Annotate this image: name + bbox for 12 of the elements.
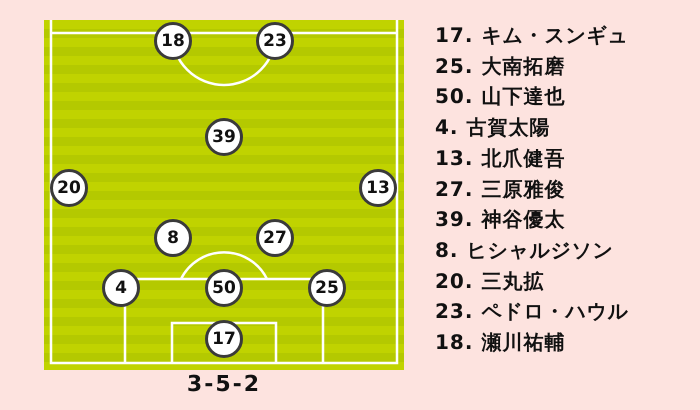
roster-entry: 13. 北爪健吾 — [435, 144, 566, 172]
formation-label: 3-5-2 — [186, 372, 262, 398]
roster-entry: 20. 三丸拡 — [435, 268, 544, 295]
roster-entry: 50. 山下達也 — [435, 83, 566, 110]
roster-entry: 8. ヒシャルジソン — [435, 236, 614, 264]
roster-entry: 4. 古賀太陽 — [435, 114, 550, 142]
roster-entry: 39. 神谷優太 — [435, 206, 566, 234]
roster-entry: 25. 大南拓磨 — [435, 52, 566, 80]
roster-entry: 23. ペドロ・ハウル — [435, 298, 628, 326]
roster-entry: 18. 瀬川祐輔 — [435, 329, 566, 356]
roster-entry: 27. 三原雅俊 — [435, 176, 566, 202]
roster-entry: 17. キム・スンギュ — [435, 22, 628, 49]
